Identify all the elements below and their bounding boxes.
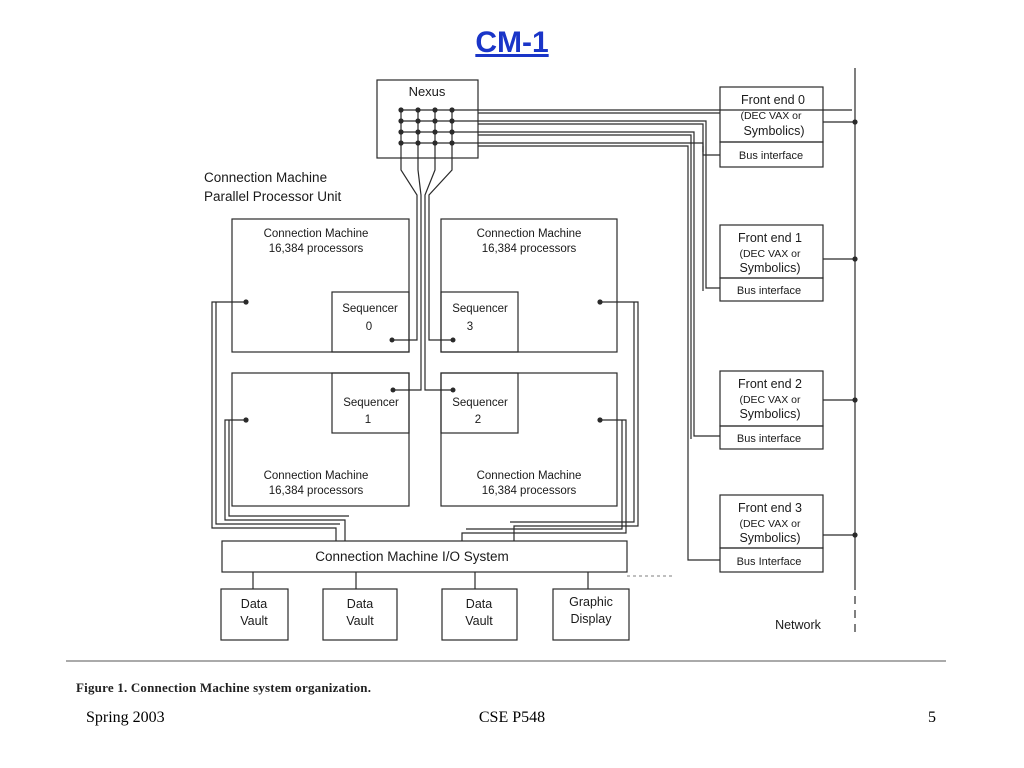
data-vault-3-line2: Vault: [465, 614, 493, 628]
cm1-system-diagram: Nexus Connection Machine Parallel Proces…: [66, 68, 946, 662]
footer-page-number: 5: [928, 709, 936, 726]
graphic-display-box: [552, 588, 630, 641]
nexus-box: [376, 79, 479, 159]
cm-quadrant-3: [440, 218, 618, 353]
sequencer-1-number: 1: [365, 414, 371, 426]
data-vault-1-line1: Data: [241, 597, 267, 611]
front-end-2-bus: Bus interface: [737, 433, 801, 445]
footer-course: CSE P548: [478, 709, 546, 726]
nexus-to-sequencer-bundle: [392, 146, 453, 391]
data-vault-3-line1: Data: [466, 597, 492, 611]
sequencer-0-label: Sequencer: [342, 303, 398, 315]
cm-quadrant-2: [440, 372, 618, 507]
ppu-label-line1: Connection Machine: [204, 170, 327, 185]
front-end-1-type: (DEC VAX or: [739, 248, 801, 260]
quadrant-2-label2: 16,384 processors: [482, 485, 577, 497]
quadrant-1-label2: 16,384 processors: [269, 485, 364, 497]
quadrant-3-label1: Connection Machine: [477, 228, 582, 240]
sequencer-2-box: [440, 372, 519, 434]
front-end-0-bus: Bus interface: [739, 150, 803, 162]
nexus-to-frontend-links: [452, 109, 852, 561]
ppu-label-line2: Parallel Processor Unit: [204, 189, 342, 204]
front-end-1-box: [719, 224, 824, 302]
data-vault-2-box: [322, 588, 398, 641]
quadrant-2-label1: Connection Machine: [477, 470, 582, 482]
data-vault-1-line2: Vault: [240, 614, 268, 628]
sequencer-3-label: Sequencer: [452, 303, 508, 315]
front-end-3-alt: Symbolics): [739, 531, 800, 545]
network-bus: [823, 68, 856, 632]
io-system-box: [221, 540, 628, 573]
front-end-2-box: [719, 370, 824, 450]
front-end-2-title: Front end 2: [738, 377, 802, 391]
front-end-2-type: (DEC VAX or: [739, 394, 801, 406]
graphic-display-line1: Graphic: [569, 595, 613, 609]
quadrant-0-label1: Connection Machine: [264, 228, 369, 240]
front-end-1-title: Front end 1: [738, 231, 802, 245]
sequencer-0-number: 0: [366, 321, 372, 333]
sequencer-1-label: Sequencer: [343, 397, 399, 409]
front-end-3-box: [719, 494, 824, 573]
data-vault-3-box: [441, 588, 518, 641]
footer-date: Spring 2003: [86, 709, 165, 726]
sequencer-3-box: [440, 291, 519, 353]
quadrant-3-label2: 16,384 processors: [482, 243, 577, 255]
front-end-1-bus: Bus interface: [737, 285, 801, 297]
front-end-0-box: [719, 86, 824, 168]
quadrant-to-io-links: [211, 301, 639, 541]
front-end-0-alt: Symbolics): [743, 124, 804, 138]
sequencer-1-box: [331, 372, 410, 434]
network-label: Network: [775, 618, 822, 632]
nexus-nodes: [398, 107, 455, 146]
nexus-crossbar: [400, 108, 453, 146]
io-system-label: Connection Machine I/O System: [315, 549, 509, 564]
slide-title: CM-1: [475, 26, 549, 59]
sequencer-2-number: 2: [475, 414, 481, 426]
front-end-2-alt: Symbolics): [739, 407, 800, 421]
front-end-0-title: Front end 0: [741, 93, 805, 107]
data-vault-2-line1: Data: [347, 597, 373, 611]
front-end-3-bus: Bus Interface: [737, 556, 802, 568]
cm-quadrant-0: [231, 218, 410, 353]
front-end-3-title: Front end 3: [738, 501, 802, 515]
io-to-device-links: [252, 572, 589, 589]
front-end-1-alt: Symbolics): [739, 261, 800, 275]
sequencer-2-label: Sequencer: [452, 397, 508, 409]
sequencer-0-box: [331, 291, 410, 353]
data-vault-2-line2: Vault: [346, 614, 374, 628]
quadrant-0-label2: 16,384 processors: [269, 243, 364, 255]
nexus-label: Nexus: [409, 84, 446, 99]
cm-quadrant-1: [231, 372, 410, 507]
quadrant-1-label1: Connection Machine: [264, 470, 369, 482]
front-end-0-type: (DEC VAX or: [740, 110, 802, 122]
figure-caption: Figure 1. Connection Machine system orga…: [76, 680, 372, 695]
graphic-display-line2: Display: [571, 612, 613, 626]
front-end-3-type: (DEC VAX or: [739, 518, 801, 530]
data-vault-1-box: [220, 588, 289, 641]
sequencer-3-number: 3: [467, 321, 473, 333]
